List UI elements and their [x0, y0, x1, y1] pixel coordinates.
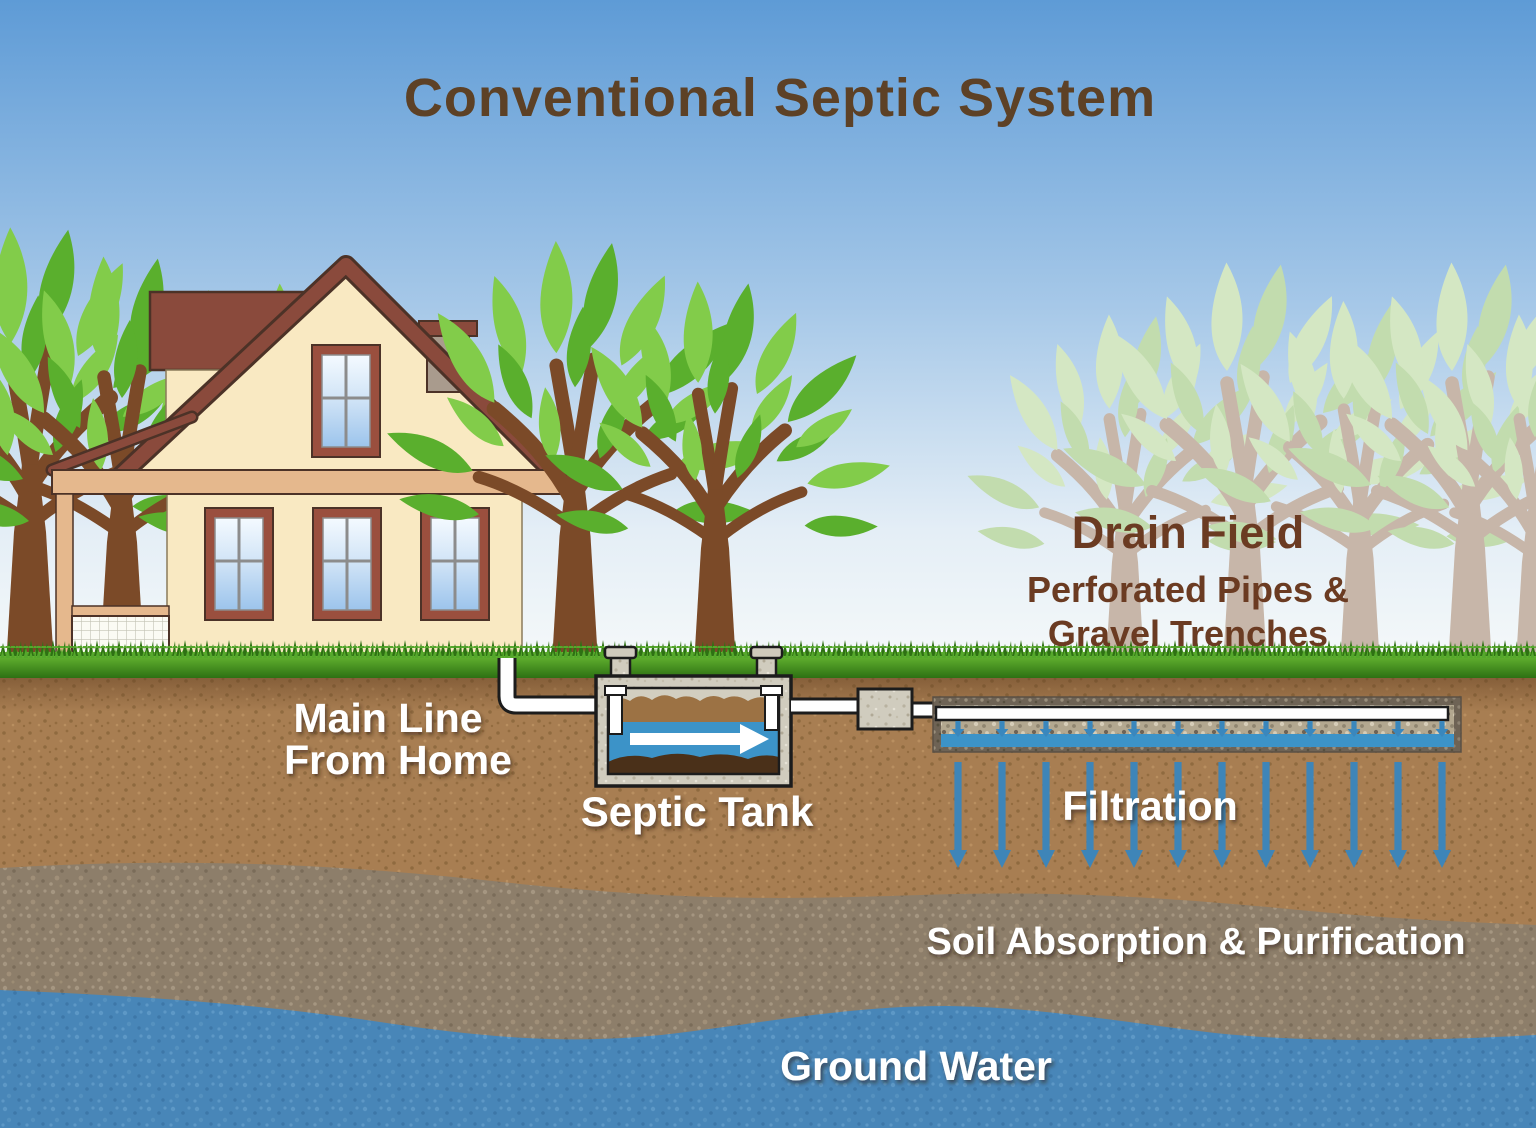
window-right	[420, 507, 490, 621]
distribution-box	[856, 687, 914, 731]
septic-tank	[594, 645, 793, 788]
filtration-label: Filtration	[1062, 783, 1237, 829]
ground-water-layer	[0, 990, 1536, 1128]
main-line-label-line1: Main Line	[293, 695, 482, 741]
drain-field-trench	[932, 696, 1462, 753]
tank-contents	[608, 688, 779, 774]
tank-inlet-pipe	[608, 689, 623, 735]
riser-cap-right	[749, 645, 784, 660]
drain-field-sub1: Perforated Pipes &	[1027, 569, 1349, 610]
main-line-label-line2: From Home	[284, 737, 512, 783]
trench-water	[941, 734, 1454, 747]
flow-arrow	[630, 724, 769, 754]
diagram-title: Conventional Septic System	[404, 68, 1156, 128]
riser-cap-left	[603, 645, 638, 660]
window-center	[312, 507, 382, 621]
attic-window	[311, 344, 381, 458]
tank-sludge-layer	[608, 753, 779, 774]
window-left	[204, 507, 274, 621]
septic-tank-label: Septic Tank	[581, 788, 814, 835]
porch-rail	[71, 605, 170, 617]
tank-outlet-tee	[760, 685, 783, 696]
porch-post	[55, 493, 74, 661]
soil-absorption-label: Soil Absorption & Purification	[926, 921, 1465, 963]
main-line-pipe	[497, 658, 600, 715]
outlet-pipe-run	[791, 687, 942, 731]
perforated-pipe	[934, 705, 1450, 722]
ground-water-label: Ground Water	[780, 1043, 1052, 1089]
porch-roof	[48, 413, 196, 474]
drain-field-sub2: Gravel Trenches	[1048, 613, 1328, 654]
tank-scum-layer	[608, 695, 779, 722]
tank-inlet-tee	[604, 685, 627, 696]
drain-field-heading: Drain Field	[1072, 507, 1305, 558]
